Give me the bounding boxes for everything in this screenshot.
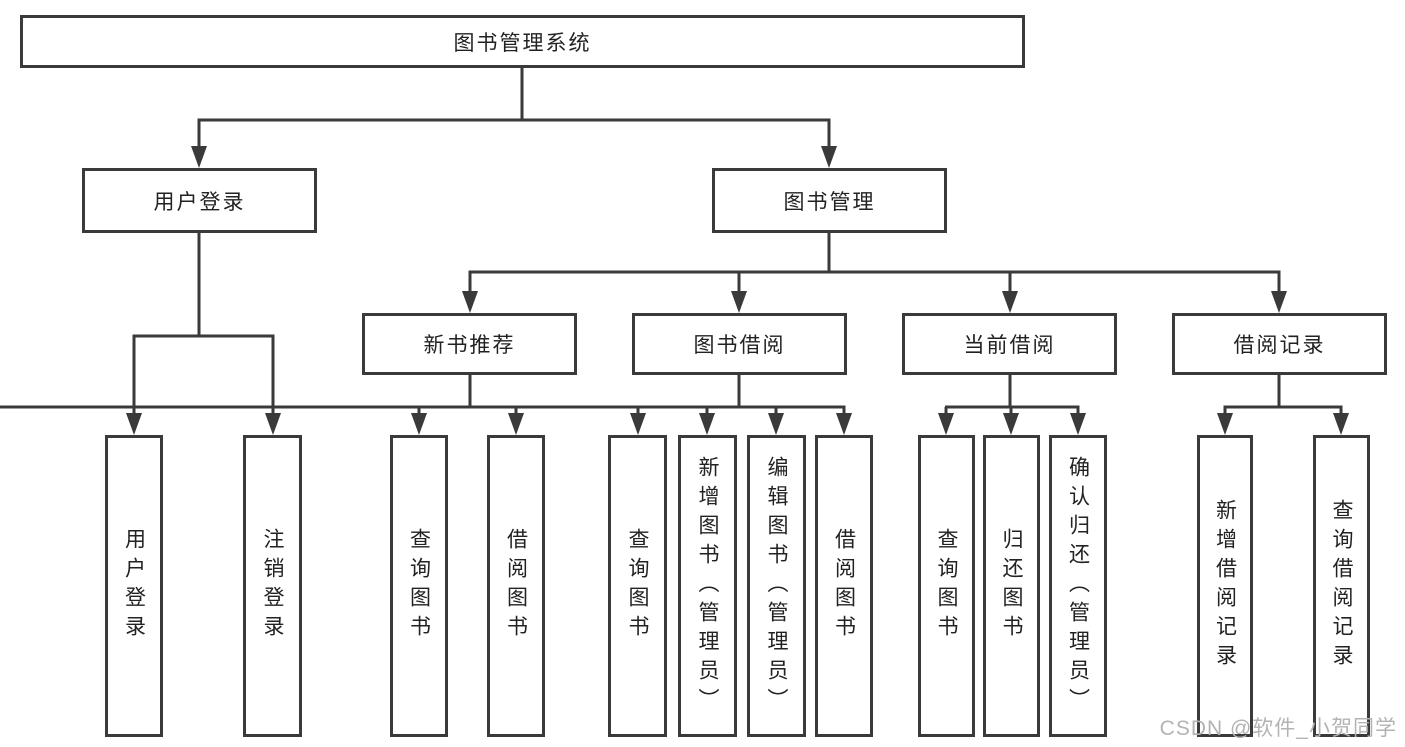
connector-new-book-to-leaves xyxy=(411,373,524,435)
node-leaf-borrow-books: 借阅图书 xyxy=(815,435,873,737)
node-leaf-add-borrow-record: 新增借阅记录 xyxy=(1197,435,1253,737)
node-leaf-query-books-newbook: 查询图书 xyxy=(390,435,448,737)
connector-book-borrow-to-leaves xyxy=(0,373,852,435)
node-user-login: 用户登录 xyxy=(82,168,317,233)
connector-book-management-to-level3 xyxy=(462,231,1287,313)
connector-current-borrow-to-leaves xyxy=(938,373,1086,435)
node-leaf-return-books: 归还图书 xyxy=(983,435,1040,737)
node-leaf-query-books-current: 查询图书 xyxy=(918,435,975,737)
node-borrow-records: 借阅记录 xyxy=(1172,313,1387,375)
node-leaf-query-books-borrow: 查询图书 xyxy=(608,435,667,737)
node-book-borrow: 图书借阅 xyxy=(632,313,847,375)
node-leaf-user-login: 用户登录 xyxy=(105,435,163,737)
node-leaf-edit-books-admin: 编辑图书（管理员） xyxy=(747,435,806,737)
node-new-book-recommend: 新书推荐 xyxy=(362,313,577,375)
node-leaf-borrow-books-newbook: 借阅图书 xyxy=(487,435,545,737)
node-leaf-add-books-admin: 新增图书（管理员） xyxy=(678,435,737,737)
node-book-management: 图书管理 xyxy=(712,168,947,233)
node-leaf-logout: 注销登录 xyxy=(243,435,302,737)
node-current-borrow: 当前借阅 xyxy=(902,313,1117,375)
connector-root-to-level2 xyxy=(191,65,837,168)
connector-borrow-records-to-leaves xyxy=(1217,373,1349,435)
connector-user-login-to-leaves xyxy=(126,231,281,435)
watermark: CSDN @软件_小贺同学 xyxy=(1159,717,1397,740)
node-leaf-confirm-return-admin: 确认归还（管理员） xyxy=(1049,435,1107,737)
node-leaf-query-borrow-record: 查询借阅记录 xyxy=(1313,435,1370,737)
node-library-management-system: 图书管理系统 xyxy=(20,15,1025,68)
